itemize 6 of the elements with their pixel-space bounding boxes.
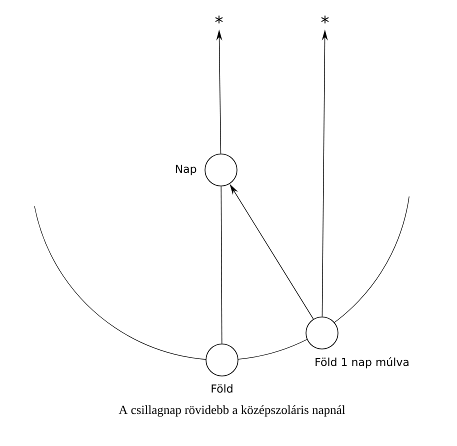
caption: A csillagnap rövidebb a középszoláris napnál bbox=[118, 405, 346, 417]
star-symbol: * bbox=[321, 16, 329, 24]
body-label: Nap bbox=[176, 164, 196, 176]
body-label: Föld bbox=[212, 384, 232, 393]
body-label: Föld 1 nap múlva bbox=[316, 357, 408, 368]
star-symbol: * bbox=[215, 16, 223, 24]
